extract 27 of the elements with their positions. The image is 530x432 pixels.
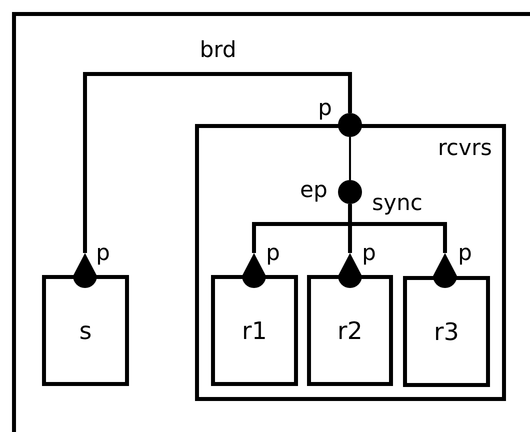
component-name: s: [79, 318, 92, 342]
port-teardrop: [433, 253, 457, 288]
port-label: p: [458, 243, 472, 265]
component-name: r1: [242, 318, 268, 342]
port-label: p: [96, 243, 110, 265]
edge-label: brd: [200, 40, 236, 62]
component-box: [307, 275, 393, 386]
connector-line: [83, 72, 352, 253]
port-teardrop: [73, 253, 97, 288]
component-box: [42, 275, 129, 386]
component-box: [195, 124, 506, 401]
port-dot: [338, 180, 362, 204]
port-label: p: [266, 243, 280, 265]
connector-line: [349, 137, 351, 180]
port-teardrop: [338, 253, 362, 288]
port-label: ep: [300, 180, 328, 202]
port-label: p: [362, 243, 376, 265]
component-box: [211, 275, 298, 386]
outer-frame: [12, 12, 530, 432]
component-name: r3: [434, 320, 460, 344]
component-name: r2: [337, 318, 363, 342]
port-dot: [338, 113, 362, 137]
edge-label: sync: [372, 193, 423, 215]
component-box: [403, 276, 490, 387]
port-label: p: [318, 98, 332, 120]
component-name: rcvrs: [438, 138, 492, 160]
port-teardrop: [242, 253, 266, 288]
